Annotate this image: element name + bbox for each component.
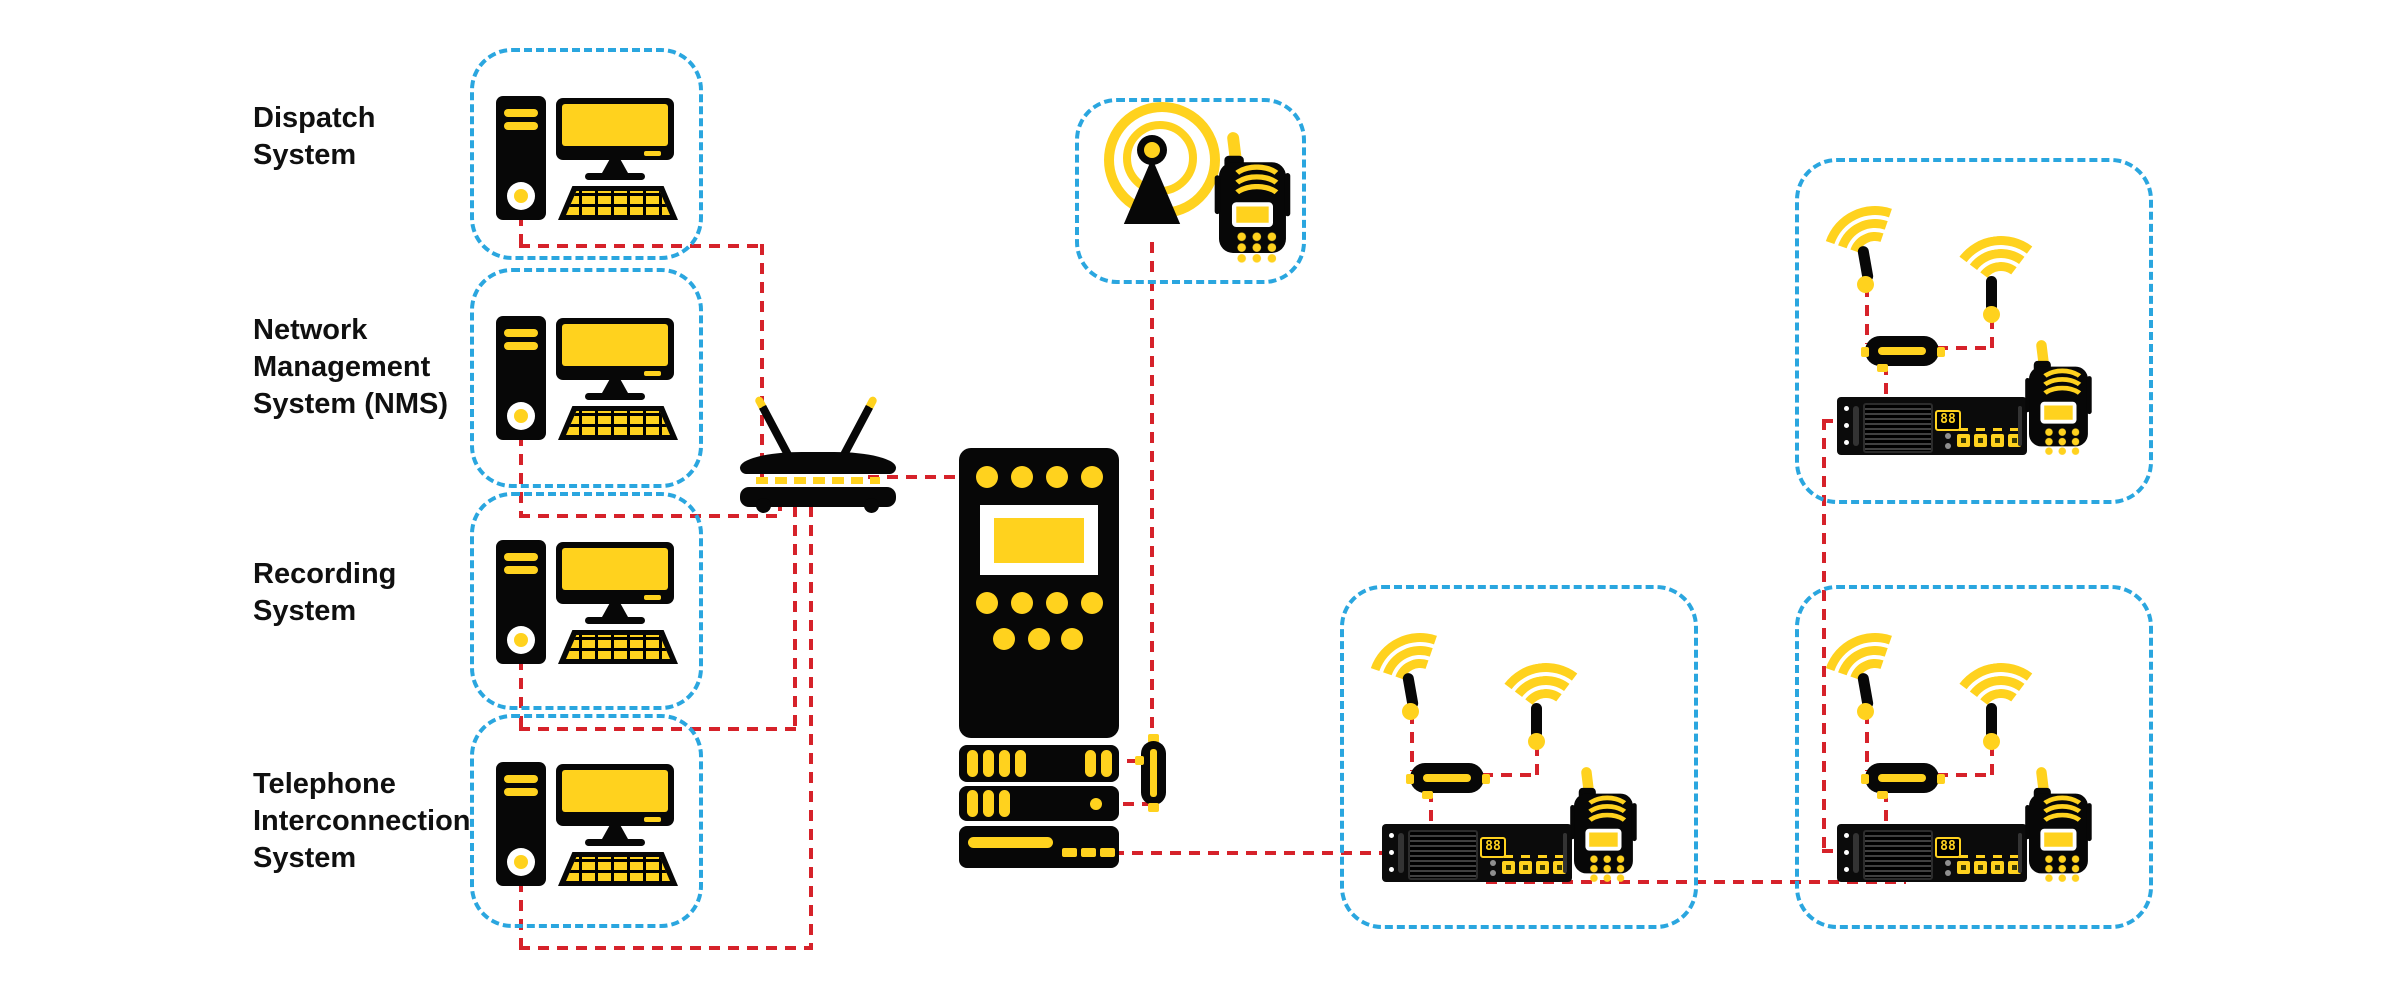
label-line: System (NMS)	[253, 388, 448, 420]
pc-tower-icon	[496, 540, 546, 664]
control-cabinet-icon	[959, 448, 1119, 738]
monitor-icon	[556, 98, 678, 186]
pc-tower-icon	[496, 762, 546, 886]
connector-recording-to-router	[793, 506, 797, 731]
connector-tr-to-br-repeater	[1822, 419, 1826, 853]
connector-antenna-to-dipole	[1150, 242, 1154, 738]
connector-nms-right	[519, 514, 782, 518]
duplexer-icon	[1861, 763, 1945, 801]
connector-tr-repeater-stub	[1822, 419, 1844, 423]
repeater-site-box-bottom-right: 88	[1795, 585, 2153, 929]
repeater-rack-icon: 88	[1837, 824, 2027, 882]
connector-nms-to-router	[778, 500, 782, 518]
repeater-site-box-middle: 88	[1340, 585, 1698, 929]
portable-radio-icon	[2025, 339, 2092, 456]
portable-radio-site-box	[1075, 98, 1306, 284]
label-line: System	[253, 595, 357, 627]
connector-br-repeater-stub	[1822, 849, 1844, 853]
dipole-antenna-icon	[1135, 734, 1169, 814]
repeater-rack-icon: 88	[1837, 397, 2027, 455]
connector-rack2-to-dipole	[1104, 802, 1150, 806]
router-led-strip	[756, 477, 880, 484]
wifi-antenna-icon	[1942, 656, 2060, 774]
recording-system-box	[470, 492, 703, 710]
rack-unit-2	[959, 786, 1119, 821]
desktop-computer-icon	[496, 762, 681, 886]
connector-recording-right	[519, 727, 796, 731]
connector-rack3-to-repeater	[1113, 851, 1390, 855]
connector-nms-down	[519, 416, 523, 518]
telephone-interconnection-box	[470, 714, 703, 928]
label-dispatch-system: Dispatch System	[253, 100, 375, 174]
repeater-led-display: 88	[1935, 837, 1961, 858]
keyboard-icon	[558, 186, 678, 220]
label-line: Dispatch	[253, 102, 376, 134]
wifi-antenna-icon	[1942, 229, 2060, 347]
repeater-led-display: 88	[1935, 410, 1961, 431]
pc-tower-icon	[496, 316, 546, 440]
label-line: Management	[253, 351, 431, 383]
wifi-antenna-icon	[1350, 615, 1490, 755]
rack-unit-3	[959, 826, 1119, 868]
desktop-computer-icon	[496, 316, 681, 440]
duplexer-icon	[1406, 763, 1490, 801]
label-telephone-interconnection-system: Telephone Interconnection System	[253, 766, 471, 877]
connector-rack1-to-dipole	[1108, 759, 1142, 763]
label-line: Interconnection	[253, 805, 471, 837]
repeater-site-box-top-right: 88	[1795, 158, 2153, 504]
repeater-rack-icon: 88	[1382, 824, 1572, 882]
duplexer-icon	[1861, 336, 1945, 374]
connector-dispatch-to-router	[760, 244, 764, 478]
connector-dispatch-down	[519, 196, 523, 248]
wireless-router-icon	[740, 390, 896, 516]
label-line: System	[253, 842, 357, 874]
keyboard-icon	[558, 852, 678, 886]
connector-telephone-down	[519, 862, 523, 950]
label-line: System	[253, 139, 357, 171]
nms-box	[470, 268, 703, 488]
keyboard-icon	[558, 406, 678, 440]
wifi-antenna-icon	[1805, 188, 1945, 328]
label-line: Telephone	[253, 768, 396, 800]
portable-radio-icon	[2025, 766, 2092, 883]
label-recording-system: Recording System	[253, 556, 396, 630]
dispatch-system-box	[470, 48, 703, 260]
wifi-antenna-icon	[1487, 656, 1605, 774]
rack-unit-1	[959, 745, 1119, 782]
monitor-icon	[556, 542, 678, 630]
portable-radio-icon	[1214, 131, 1291, 264]
monitor-icon	[556, 764, 678, 852]
wifi-antenna-icon	[1805, 615, 1945, 755]
label-line: Recording	[253, 558, 397, 590]
connector-recording-down	[519, 640, 523, 731]
connector-router-to-cabinet	[868, 475, 980, 479]
connector-telephone-right	[519, 946, 812, 950]
label-network-management-system: Network Management System (NMS)	[253, 312, 448, 423]
label-line: Network	[253, 314, 368, 346]
repeater-led-display: 88	[1480, 837, 1506, 858]
monitor-icon	[556, 318, 678, 406]
connector-dispatch-right	[519, 244, 764, 248]
portable-radio-icon	[1570, 766, 1637, 883]
pc-tower-icon	[496, 96, 546, 220]
desktop-computer-icon	[496, 540, 681, 664]
keyboard-icon	[558, 630, 678, 664]
connector-telephone-to-router	[809, 506, 813, 950]
desktop-computer-icon	[496, 96, 681, 220]
